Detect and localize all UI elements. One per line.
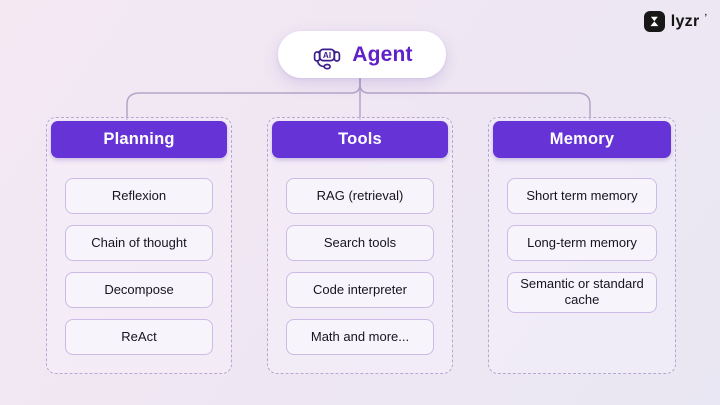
tools-item-code-interpreter: Code interpreter — [286, 272, 434, 308]
memory-column: Memory Short term memory Long-term memor… — [488, 117, 676, 374]
memory-item-long-term: Long-term memory — [507, 225, 657, 261]
svg-text:AI: AI — [323, 51, 331, 60]
memory-item-semantic-cache: Semantic or standard cache — [507, 272, 657, 313]
planning-column: Planning Reflexion Chain of thought Deco… — [46, 117, 232, 374]
planning-item-react: ReAct — [65, 319, 213, 355]
lyzr-logo: lyzr ʼ — [643, 11, 708, 32]
tools-header: Tools — [272, 121, 448, 158]
tools-item-rag: RAG (retrieval) — [286, 178, 434, 214]
tools-item-search-tools: Search tools — [286, 225, 434, 261]
memory-items: Short term memory Long-term memory Seman… — [493, 158, 671, 313]
agent-label: Agent — [352, 42, 413, 66]
planning-item-reflexion: Reflexion — [65, 178, 213, 214]
tools-item-math-and-more: Math and more... — [286, 319, 434, 355]
agent-node: AI Agent — [278, 31, 446, 78]
lyzr-logo-icon — [643, 11, 665, 32]
planning-item-chain-of-thought: Chain of thought — [65, 225, 213, 261]
planning-header: Planning — [51, 121, 227, 158]
lyzr-wordmark-tick: ʼ — [704, 11, 707, 22]
tools-column: Tools RAG (retrieval) Search tools Code … — [267, 117, 453, 374]
planning-items: Reflexion Chain of thought Decompose ReA… — [51, 158, 227, 355]
tools-items: RAG (retrieval) Search tools Code interp… — [272, 158, 448, 355]
lyzr-wordmark: lyzr — [670, 12, 700, 30]
memory-header: Memory — [493, 121, 671, 158]
planning-item-decompose: Decompose — [65, 272, 213, 308]
ai-headset-icon: AI — [311, 39, 343, 71]
memory-item-short-term: Short term memory — [507, 178, 657, 214]
